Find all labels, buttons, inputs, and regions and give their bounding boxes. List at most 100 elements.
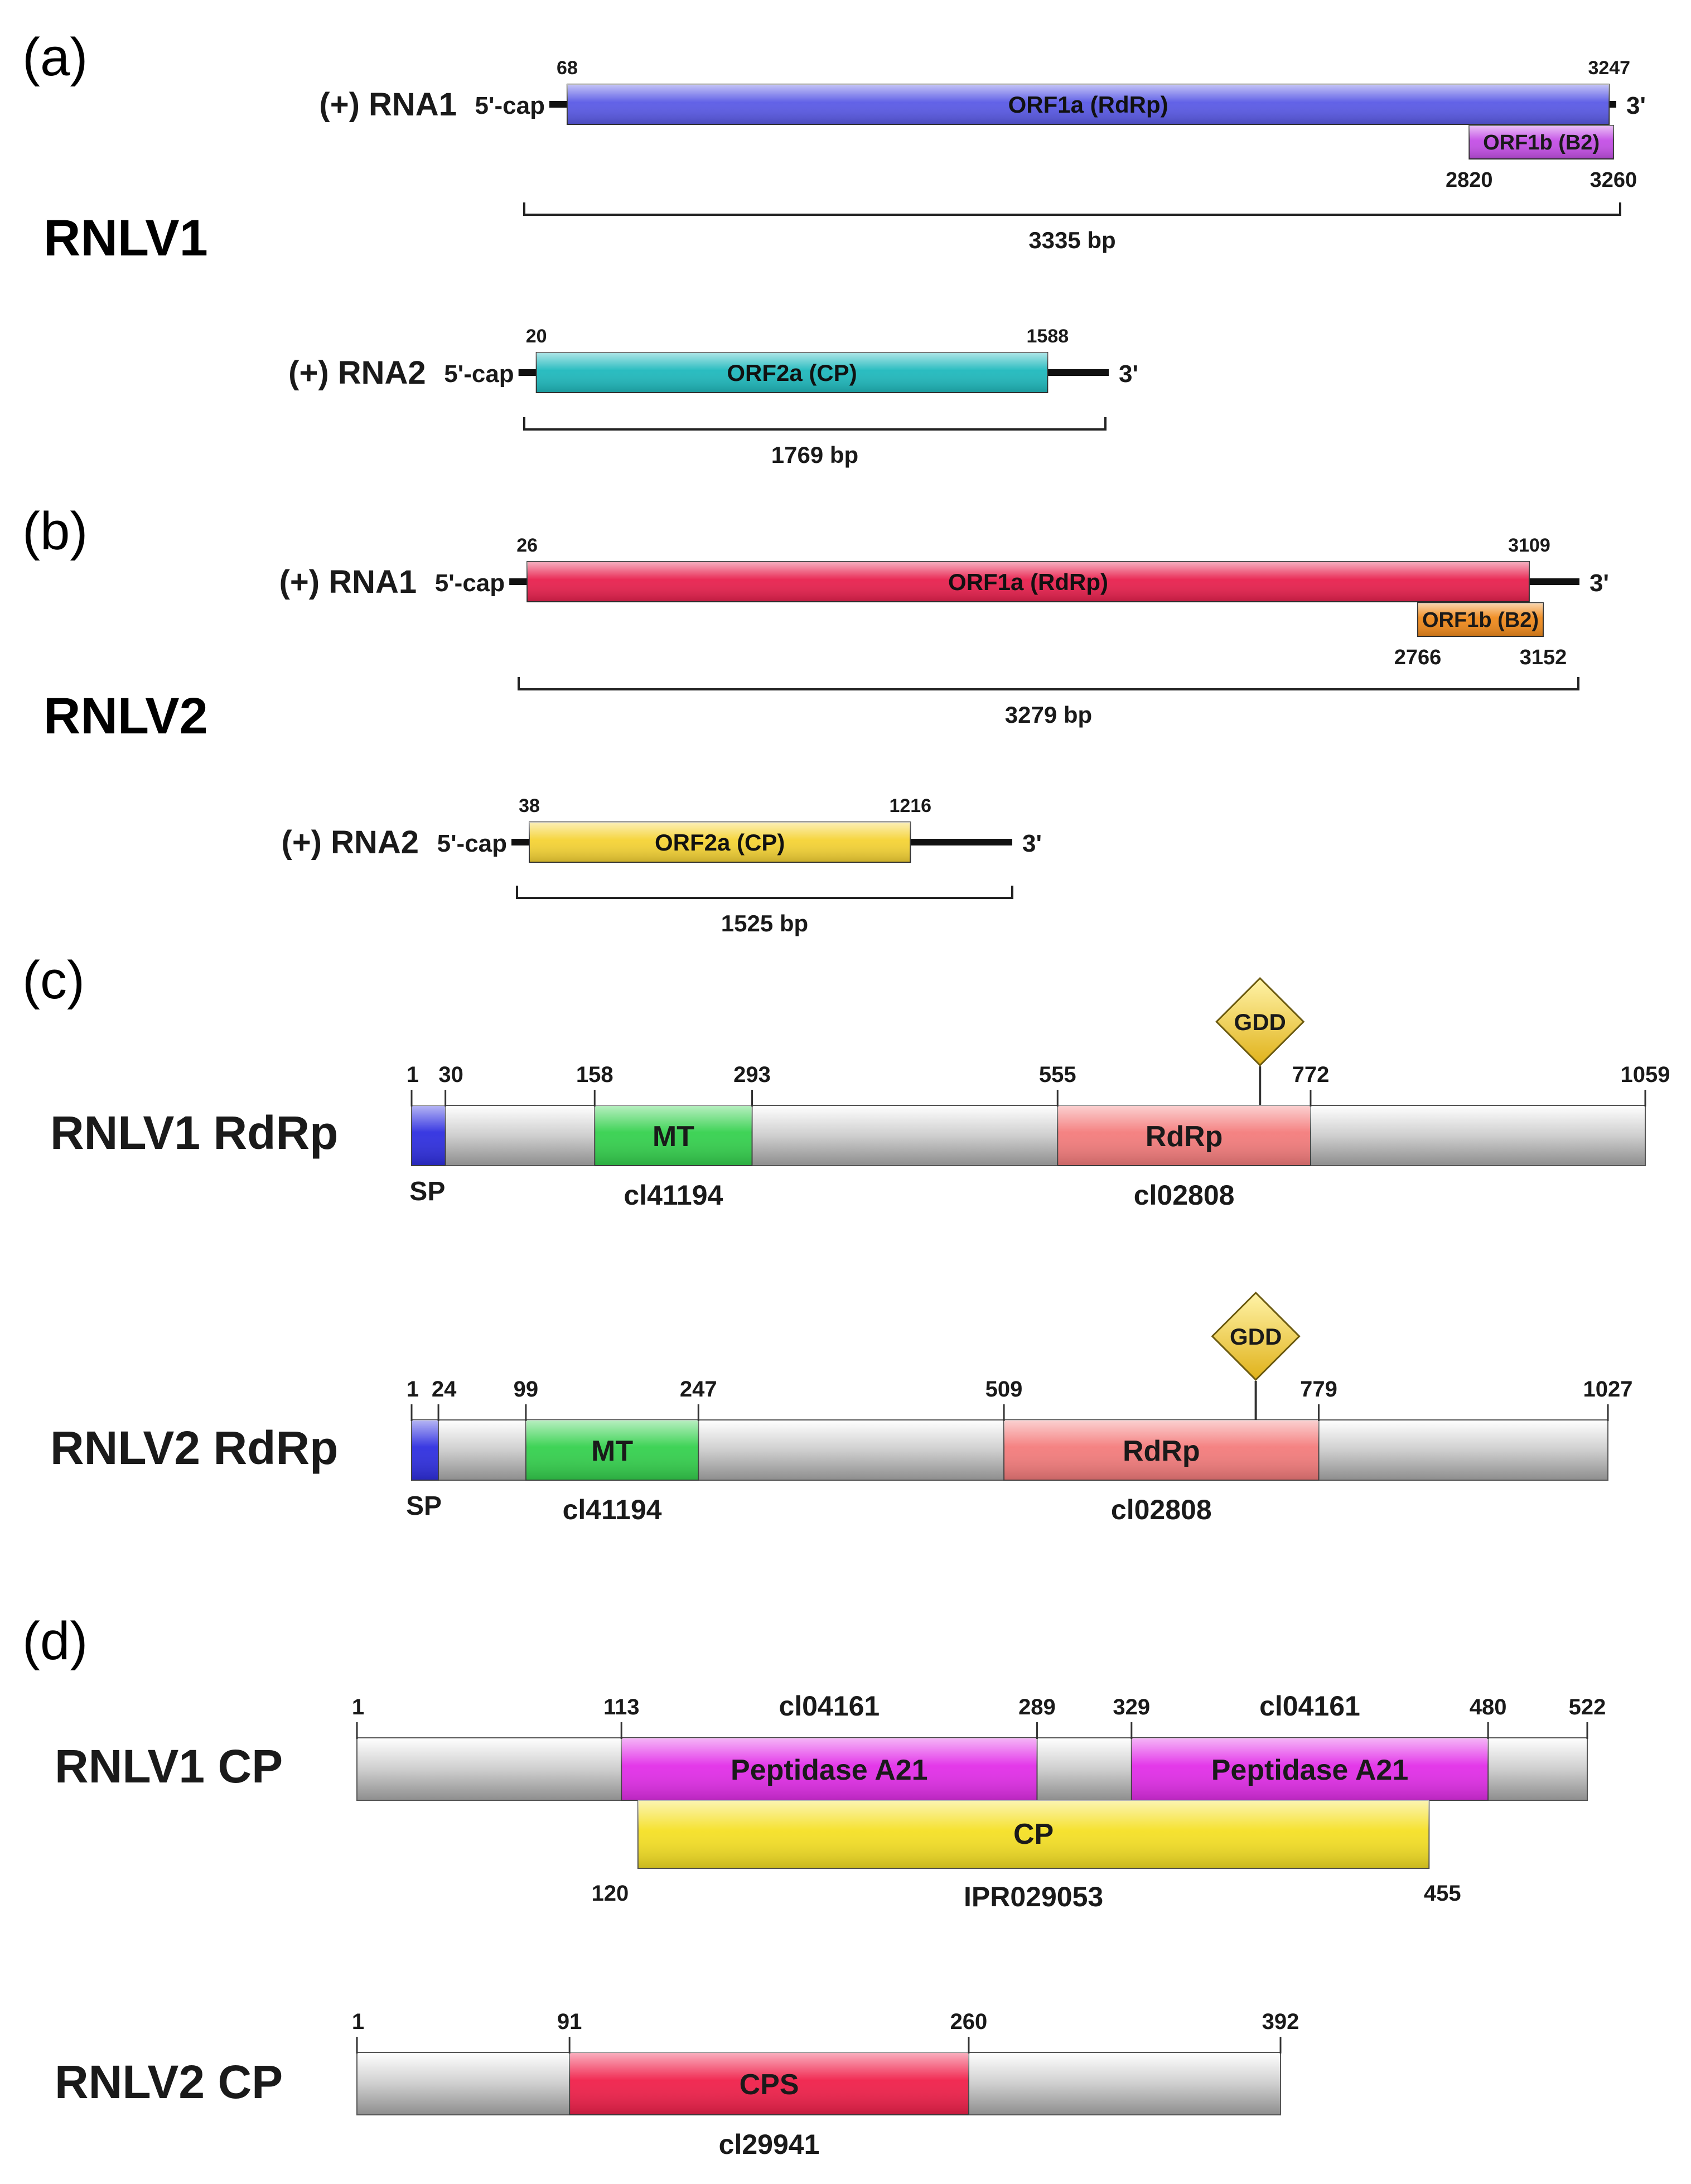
orf-label: ORF1a (RdRp)	[1008, 91, 1168, 118]
orf-shading	[1469, 125, 1613, 159]
coordinate-label: 289	[1018, 1695, 1056, 1719]
coordinate-label: 480	[1470, 1695, 1507, 1719]
coordinate-label: 1	[352, 2009, 364, 2034]
cp-subdomain-accession: IPR029053	[964, 1881, 1103, 1912]
panel-label-c: (c)	[22, 950, 85, 1010]
orf-shading	[567, 84, 1610, 124]
domain-accession-label: cl02808	[1134, 1180, 1235, 1211]
length-bracket	[523, 417, 1107, 431]
gdd-motif-diamond	[1215, 977, 1305, 1067]
coordinate-label: 99	[514, 1377, 539, 1402]
domain-accession-label: cl41194	[624, 1180, 723, 1211]
genome-length-label: 3335 bp	[1028, 227, 1115, 253]
domain-label: RdRp	[1146, 1120, 1223, 1153]
coordinate-label: 30	[438, 1062, 463, 1087]
orf-start-coordinate: 68	[557, 57, 578, 79]
domain-accession-label: cl04161	[779, 1690, 880, 1722]
virus-name-rnlv1: RNLV1	[44, 210, 208, 267]
orf-overlap-label: ORF1b (B2)	[1422, 608, 1539, 632]
domain-shading	[621, 1738, 1037, 1800]
domain-accession-label: cl29941	[719, 2129, 820, 2160]
coordinate-label: 392	[1262, 2009, 1299, 2034]
coordinate-label: 1059	[1621, 1062, 1670, 1087]
coordinate-label: 1	[407, 1377, 419, 1402]
three-prime-label: 3'	[1119, 360, 1138, 388]
length-bracket	[518, 677, 1579, 690]
orf-overlap-label: ORF1b (B2)	[1483, 131, 1600, 154]
domain-accession-label: cl02808	[1111, 1494, 1212, 1525]
genome-length-label: 3279 bp	[1005, 702, 1092, 728]
cp-subdomain-start: 120	[591, 1881, 629, 1906]
orf-label: ORF2a (CP)	[655, 829, 785, 856]
coordinate-label: 509	[985, 1377, 1023, 1402]
coordinate-label: 779	[1300, 1377, 1337, 1402]
panel-label-a: (a)	[22, 27, 88, 87]
protein-title: RNLV2 RdRp	[50, 1422, 338, 1474]
signal-peptide-label: SP	[409, 1177, 445, 1206]
panel-label-d: (d)	[22, 1611, 88, 1671]
gdd-motif-diamond	[1211, 1291, 1301, 1381]
rna-segment-label: (+) RNA2	[282, 824, 419, 861]
coordinate-label: 522	[1569, 1695, 1606, 1719]
orf-shading	[527, 562, 1529, 602]
rna-segment-label: (+) RNA2	[288, 355, 426, 391]
domain-label: CPS	[740, 2069, 799, 2101]
virus-name-rnlv2: RNLV2	[44, 688, 208, 745]
protein-title: RNLV1 CP	[55, 1740, 283, 1792]
domain-accession-label: cl04161	[1259, 1690, 1360, 1722]
orf-end-coordinate: 3247	[1588, 57, 1630, 79]
protein-title: RNLV1 RdRp	[50, 1107, 338, 1159]
orf-shading	[536, 352, 1048, 393]
orf-overlap-start-coordinate: 2820	[1446, 168, 1493, 192]
coordinate-label: 113	[603, 1695, 640, 1719]
domain-label: Peptidase A21	[731, 1754, 928, 1786]
domain-accession-label: cl41194	[563, 1494, 662, 1525]
five-prime-cap-label: 5'-cap	[435, 569, 505, 597]
domain-shading	[1004, 1420, 1319, 1480]
domain-label: Peptidase A21	[1211, 1754, 1409, 1786]
coordinate-label: 24	[432, 1377, 457, 1402]
panel-label-b: (b)	[22, 501, 88, 561]
coordinate-label: 1	[407, 1062, 419, 1087]
three-prime-label: 3'	[1626, 92, 1646, 119]
domain-shading	[595, 1105, 752, 1166]
orf-shading	[1418, 603, 1543, 636]
domain-shading	[525, 1420, 699, 1480]
three-prime-label: 3'	[1022, 830, 1042, 857]
orf-overlap-end-coordinate: 3152	[1520, 646, 1567, 669]
domain-shading	[1131, 1738, 1489, 1800]
rna-segment-label: (+) RNA1	[319, 86, 457, 123]
genome-maps: (+) RNA1 5'-cap 3' ORF1a (RdRp) 68 3247ORF1b …	[279, 57, 1646, 936]
orf-label: ORF2a (CP)	[727, 360, 857, 386]
orf-overlap-end-coordinate: 3260	[1590, 168, 1637, 192]
orf-start-coordinate: 38	[519, 795, 540, 816]
gdd-motif-label: GDD	[1230, 1323, 1282, 1350]
signal-peptide-label: SP	[406, 1491, 442, 1521]
coordinate-label: 1027	[1583, 1377, 1633, 1402]
genome-length-label: 1769 bp	[771, 442, 858, 468]
domain-label: RdRp	[1123, 1435, 1200, 1467]
length-bracket	[516, 886, 1013, 899]
orf-end-coordinate: 3109	[1508, 535, 1550, 556]
coordinate-label: 329	[1113, 1695, 1150, 1719]
domain-label: MT	[653, 1120, 694, 1153]
coordinate-label: 260	[950, 2009, 988, 2034]
coordinate-label: 158	[576, 1062, 613, 1087]
domain-label: MT	[591, 1435, 633, 1467]
orf-label: ORF1a (RdRp)	[948, 569, 1108, 595]
orf-end-coordinate: 1588	[1027, 326, 1069, 347]
domain-shading	[412, 1420, 439, 1480]
length-bracket	[523, 202, 1621, 216]
coordinate-label: 772	[1292, 1062, 1330, 1087]
five-prime-cap-label: 5'-cap	[444, 360, 514, 388]
orf-end-coordinate: 1216	[889, 795, 931, 816]
cp-subdomain-end: 455	[1424, 1881, 1461, 1906]
